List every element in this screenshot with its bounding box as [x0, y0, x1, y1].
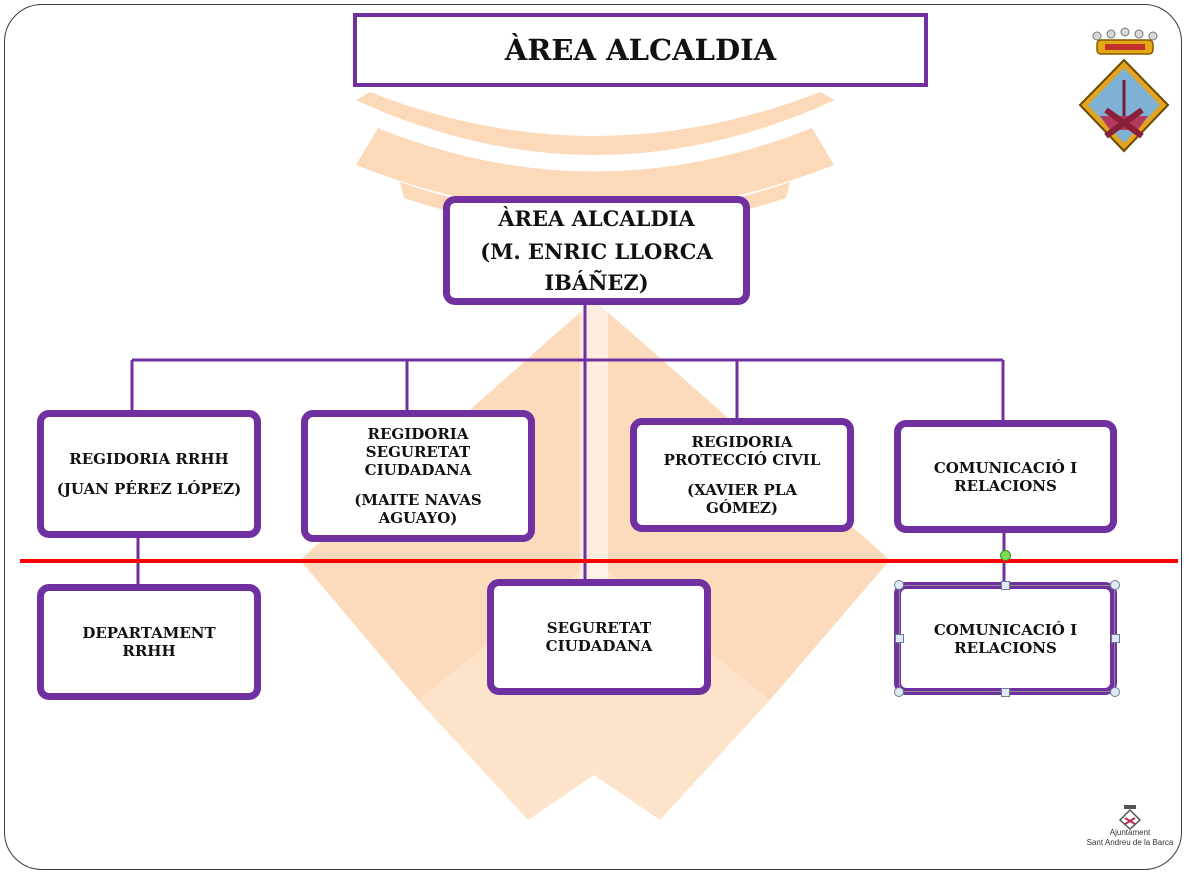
resize-handle-bottom-left[interactable] — [894, 687, 904, 697]
org-node-area-alcaldia[interactable]: ÀREA ALCALDIA (M. ENRIC LLORCA IBÁÑEZ) — [443, 196, 750, 305]
node-label: CIUDADANA — [545, 637, 653, 655]
org-node-regidoria-comunicacio[interactable]: COMUNICACIÓ I RELACIONS — [894, 420, 1117, 533]
root-title: ÀREA ALCALDIA — [498, 206, 695, 231]
slide-title: ÀREA ALCALDIA — [353, 13, 928, 87]
footer-logo-text: Ajuntament Sant Andreu de la Barca — [1080, 804, 1180, 848]
node-person: GÓMEZ) — [706, 499, 778, 517]
node-person: AGUAYO) — [378, 509, 458, 527]
node-label: RELACIONS — [954, 476, 1057, 495]
rotation-handle[interactable] — [1000, 550, 1011, 561]
node-person: (XAVIER PLA — [687, 481, 797, 499]
resize-handle-top-left[interactable] — [894, 580, 904, 590]
watermark-coat-of-arms — [300, 92, 890, 820]
node-label: CIUDADANA — [364, 461, 472, 479]
node-label: REGIDORIA — [367, 425, 469, 443]
resize-handle-right[interactable] — [1111, 634, 1120, 643]
org-node-regidoria-rrhh[interactable]: REGIDORIA RRHH (JUAN PÉREZ LÓPEZ) — [37, 410, 261, 538]
footer-logo-line1: Ajuntament — [1109, 828, 1151, 837]
root-person-line2: IBÁÑEZ) — [544, 270, 649, 295]
root-person-line1: (M. ENRIC LLORCA — [480, 239, 713, 264]
org-node-regidoria-proteccio-civil[interactable]: REGIDORIA PROTECCIÓ CIVIL (XAVIER PLA GÓ… — [630, 418, 854, 532]
node-label: PROTECCIÓ CIVIL — [663, 451, 821, 469]
node-label: DEPARTAMENT — [82, 624, 216, 642]
node-label: SEGURETAT — [546, 619, 652, 637]
node-label: SEGURETAT — [365, 443, 471, 461]
org-node-regidoria-seguretat-ciudadana[interactable]: REGIDORIA SEGURETAT CIUDADANA (MAITE NAV… — [301, 410, 535, 542]
node-label: REGIDORIA RRHH — [69, 450, 229, 468]
org-node-departament-rrhh[interactable]: DEPARTAMENT RRHH — [37, 584, 261, 700]
node-person: (MAITE NAVAS — [354, 491, 482, 509]
resize-handle-top-right[interactable] — [1110, 580, 1120, 590]
resize-handle-top[interactable] — [1001, 581, 1010, 590]
resize-handle-bottom-right[interactable] — [1110, 687, 1120, 697]
crown-icon — [1092, 27, 1158, 55]
selection-outline — [899, 585, 1115, 692]
footer-logo-line2: Sant Andreu de la Barca — [1086, 838, 1174, 847]
node-label: COMUNICACIÓ I — [933, 620, 1078, 639]
connector-lines — [130, 303, 1006, 587]
coat-of-arms-icon — [1078, 58, 1170, 153]
node-label: COMUNICACIÓ I — [933, 458, 1078, 477]
resize-handle-bottom[interactable] — [1001, 688, 1010, 697]
resize-handle-left[interactable] — [895, 634, 904, 643]
node-label: RRHH — [122, 642, 176, 660]
node-label: REGIDORIA — [691, 433, 793, 451]
org-node-seguretat-ciudadana[interactable]: SEGURETAT CIUDADANA — [487, 579, 711, 695]
small-coat-of-arms-icon — [1118, 805, 1142, 830]
node-label: RELACIONS — [954, 638, 1057, 657]
node-person: (JUAN PÉREZ LÓPEZ) — [56, 480, 242, 498]
